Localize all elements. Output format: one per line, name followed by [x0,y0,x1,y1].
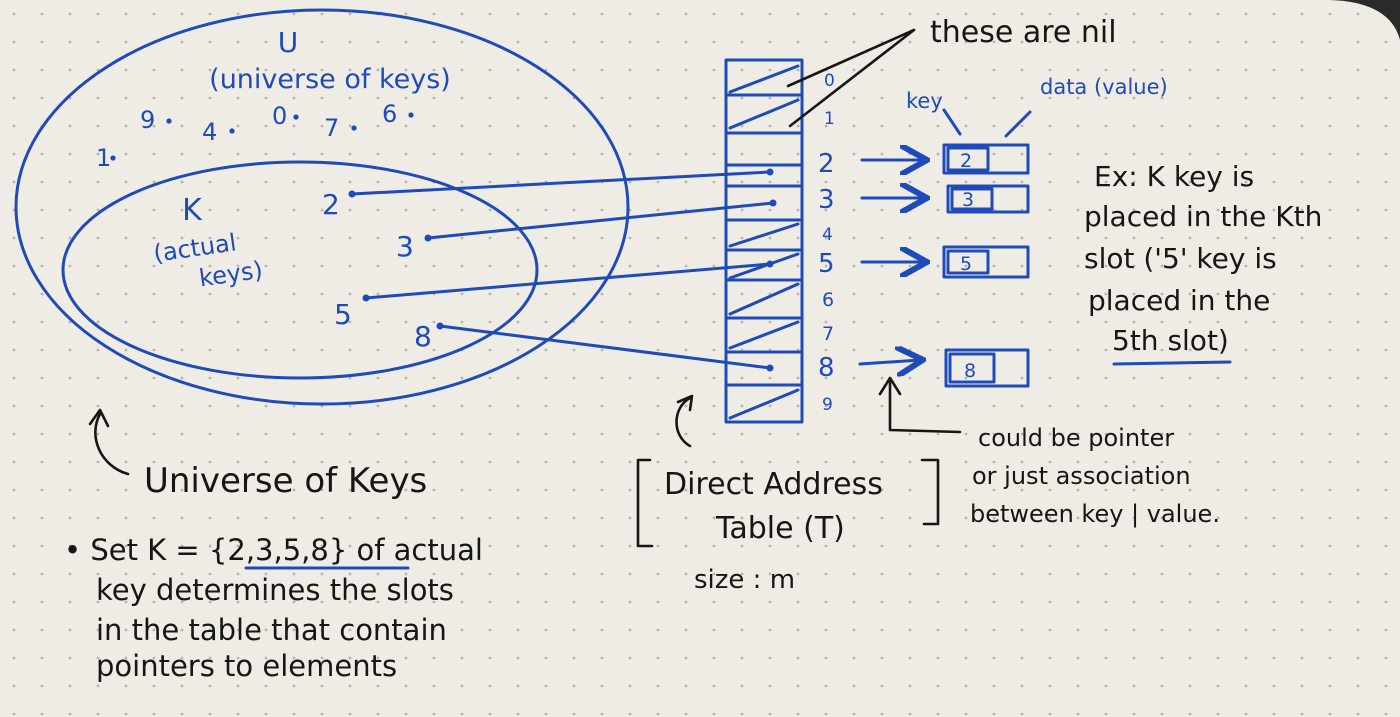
slot-label-0: 0 [824,71,835,91]
set-k-line-2: key determines the slots [96,573,454,607]
slot-pointer-dots [766,168,777,372]
universe-caption: Universe of Keys [144,461,427,501]
key-label-pointer [942,108,962,136]
table-caption-arrowhead [676,394,694,412]
nil-pointer-line-1 [786,28,916,88]
element-key-2: 2 [960,150,972,172]
element-8: 8 [944,348,1030,388]
pointer-note-line-2: or just association [972,462,1191,490]
line-key-8 [438,324,772,370]
actual-key-5: 5 [334,298,352,331]
unused-key-0: 0 [272,102,287,130]
actual-key-2: 2 [322,188,340,221]
example-underline [1112,360,1232,366]
pointer-note-arrow [888,378,962,434]
unused-key-6: 6 [382,100,397,128]
caption-left-bracket [636,458,654,548]
set-k-line-1: • Set K = {2,3,5,8} of actual [64,533,483,567]
slot-label-8: 8 [818,353,835,383]
unused-key-dots [110,112,414,161]
line-key-3 [426,201,775,240]
caption-right-bracket [920,458,940,526]
actual-key-3: 3 [396,230,414,263]
set-k-line-4: pointers to elements [96,649,397,683]
table-outline [724,58,804,424]
element-key-5: 5 [960,253,972,275]
table-size-label: size : m [694,565,795,595]
element-data-label: data (value) [1040,75,1168,99]
universe-caption-arrowhead [88,408,110,428]
pointer-note: could be pointer or just association bet… [970,424,1220,528]
pointer-note-line-1: could be pointer [978,424,1174,452]
nil-slot-marks [728,64,800,420]
unused-key-9: 9 [140,106,155,134]
unused-key-1: 1 [96,144,111,172]
table-title-line-2: Table (T) [715,511,845,546]
example-line-5: 5th slot) [1112,324,1229,357]
slot-label-5: 5 [818,249,835,279]
actual-keys-title: K [182,193,203,228]
universe-title: U [278,26,299,59]
example-line-2: placed in the Kth [1084,200,1322,233]
element-2: 2 [942,143,1030,175]
example-line-3: slot ('5' key is [1084,242,1277,275]
element-key-label: key [906,89,943,113]
example-note: Ex: K key is placed in the Kth slot ('5'… [1084,160,1322,366]
example-line-4: placed in the [1088,284,1270,317]
slot-label-4: 4 [822,225,833,245]
universe-ellipse [14,8,630,406]
slot-label-3: 3 [818,185,835,215]
set-k-note: • Set K = {2,3,5,8} of actual key determ… [64,533,483,683]
slot-labels: 0 1 2 3 4 5 6 7 8 9 [818,71,835,415]
unused-key-7: 7 [324,114,339,142]
element-key-3: 3 [962,189,974,211]
data-label-pointer [1004,110,1032,138]
pointer-note-arrowhead [878,376,902,396]
slot-label-2: 2 [818,149,835,179]
slot-label-9: 9 [822,395,833,415]
line-key-5 [364,262,772,300]
actual-key-8: 8 [414,320,432,353]
element-3: 3 [946,184,1030,214]
table-slot-dividers [724,93,804,387]
slot-label-1: 1 [824,109,835,129]
slot-to-element-arrows [858,160,924,364]
slot-label-7: 7 [822,323,834,345]
universe-caption-arrow [94,412,130,476]
key-to-slot-lines [348,170,775,370]
direct-address-table [724,58,804,424]
actual-keys-ellipse [61,160,539,380]
page-corner [1330,0,1400,40]
line-key-2 [350,170,772,196]
table-caption: Direct Address Table (T) size : m [636,458,940,595]
nil-pointer-line-2 [788,28,916,128]
element-5: 5 [942,245,1030,279]
pointer-note-line-3: between key | value. [970,500,1220,528]
table-caption-arrow [675,396,692,448]
set-k-line-3: in the table that contain [96,613,447,647]
element-key-8: 8 [964,360,976,382]
slot-label-6: 6 [822,289,834,311]
example-line-1: Ex: K key is [1094,160,1254,193]
unused-key-4: 4 [202,118,217,146]
nil-note: these are nil [930,15,1117,50]
universe-subtitle: (universe of keys) [209,64,451,95]
table-title-line-1: Direct Address [664,467,883,502]
